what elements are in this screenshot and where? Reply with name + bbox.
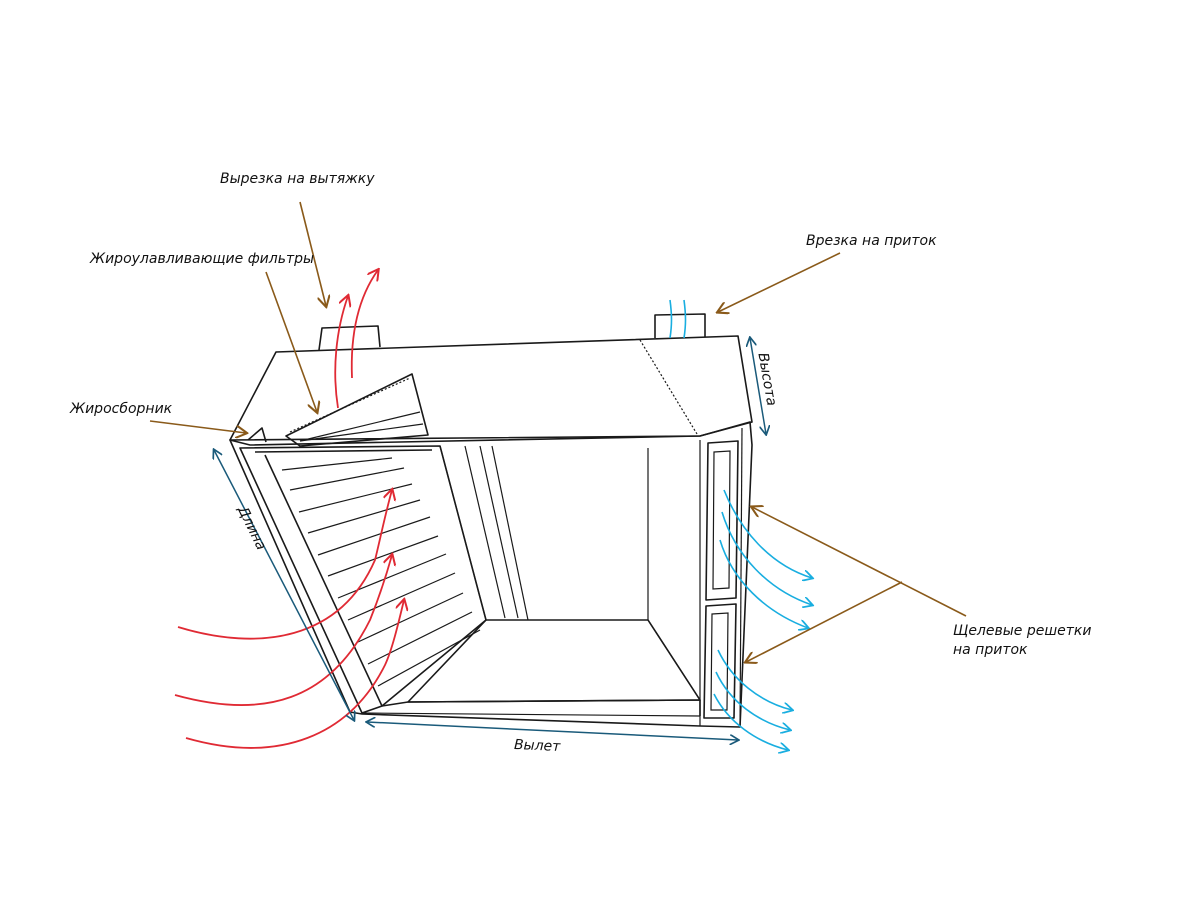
hood-body: [229, 313, 753, 728]
leader-arrows: [149, 201, 967, 662]
hood-top-panel: [229, 335, 753, 446]
exhaust-arrow-top-1: [334, 296, 348, 409]
filter-louvers: [281, 457, 481, 687]
height-dimension-label: Высота: [754, 351, 779, 407]
grease-filter-panel: [285, 373, 429, 447]
intake-arrow-3: [185, 600, 404, 749]
supply-inlet-stream-1: [669, 299, 673, 339]
grease-collector-leader: [149, 420, 246, 433]
hood-interior: [361, 448, 701, 717]
slot-grilles-leader-lower: [746, 581, 903, 662]
hood-front-frame: [229, 421, 753, 728]
supply-outlet-arrow-4: [717, 649, 792, 710]
length-dimension-label: Длина: [234, 503, 269, 553]
overhang-dimension-label: Вылет: [514, 737, 562, 755]
supply-airflow: [669, 299, 812, 750]
supply-inlet-label: Врезка на приток: [806, 233, 937, 249]
supply-outlet-arrow-1: [723, 489, 812, 578]
length-dimension-line: [214, 450, 354, 720]
slot-grille-upper: [705, 440, 739, 601]
supply-collar: [654, 313, 706, 338]
supply-outlet-arrow-3: [719, 539, 808, 628]
dimension-lines: [214, 338, 766, 740]
supply-outlet-arrow-5: [715, 671, 790, 730]
supply-outlet-arrow-2: [721, 511, 812, 605]
supply-inlet-leader: [718, 252, 841, 312]
grease-collector: [247, 427, 267, 443]
slot-grilles-leader-upper: [752, 507, 967, 617]
height-dimension-line: [750, 338, 766, 434]
slot-grille-lower: [703, 603, 737, 719]
exhaust-cutout-label: Вырезка на вытяжку: [220, 171, 375, 187]
overhang-dimension-line: [367, 722, 738, 740]
intake-arrow-2: [174, 555, 392, 706]
supply-inlet-stream-2: [683, 299, 687, 339]
exhaust-cutout-leader: [299, 201, 326, 306]
supply-outlet-arrow-6: [713, 693, 788, 750]
grease-collector-label: Жиросборник: [69, 401, 173, 417]
exhaust-arrow-top-2: [350, 270, 378, 379]
slot-grilles-label-line2: на приток: [953, 642, 1028, 658]
grease-filters-leader: [265, 271, 317, 412]
exhaust-collar: [318, 325, 381, 351]
slot-grilles-label-line1: Щелевые решетки: [953, 623, 1092, 639]
grease-filters-label: Жироулавливающие фильтры: [89, 251, 314, 267]
